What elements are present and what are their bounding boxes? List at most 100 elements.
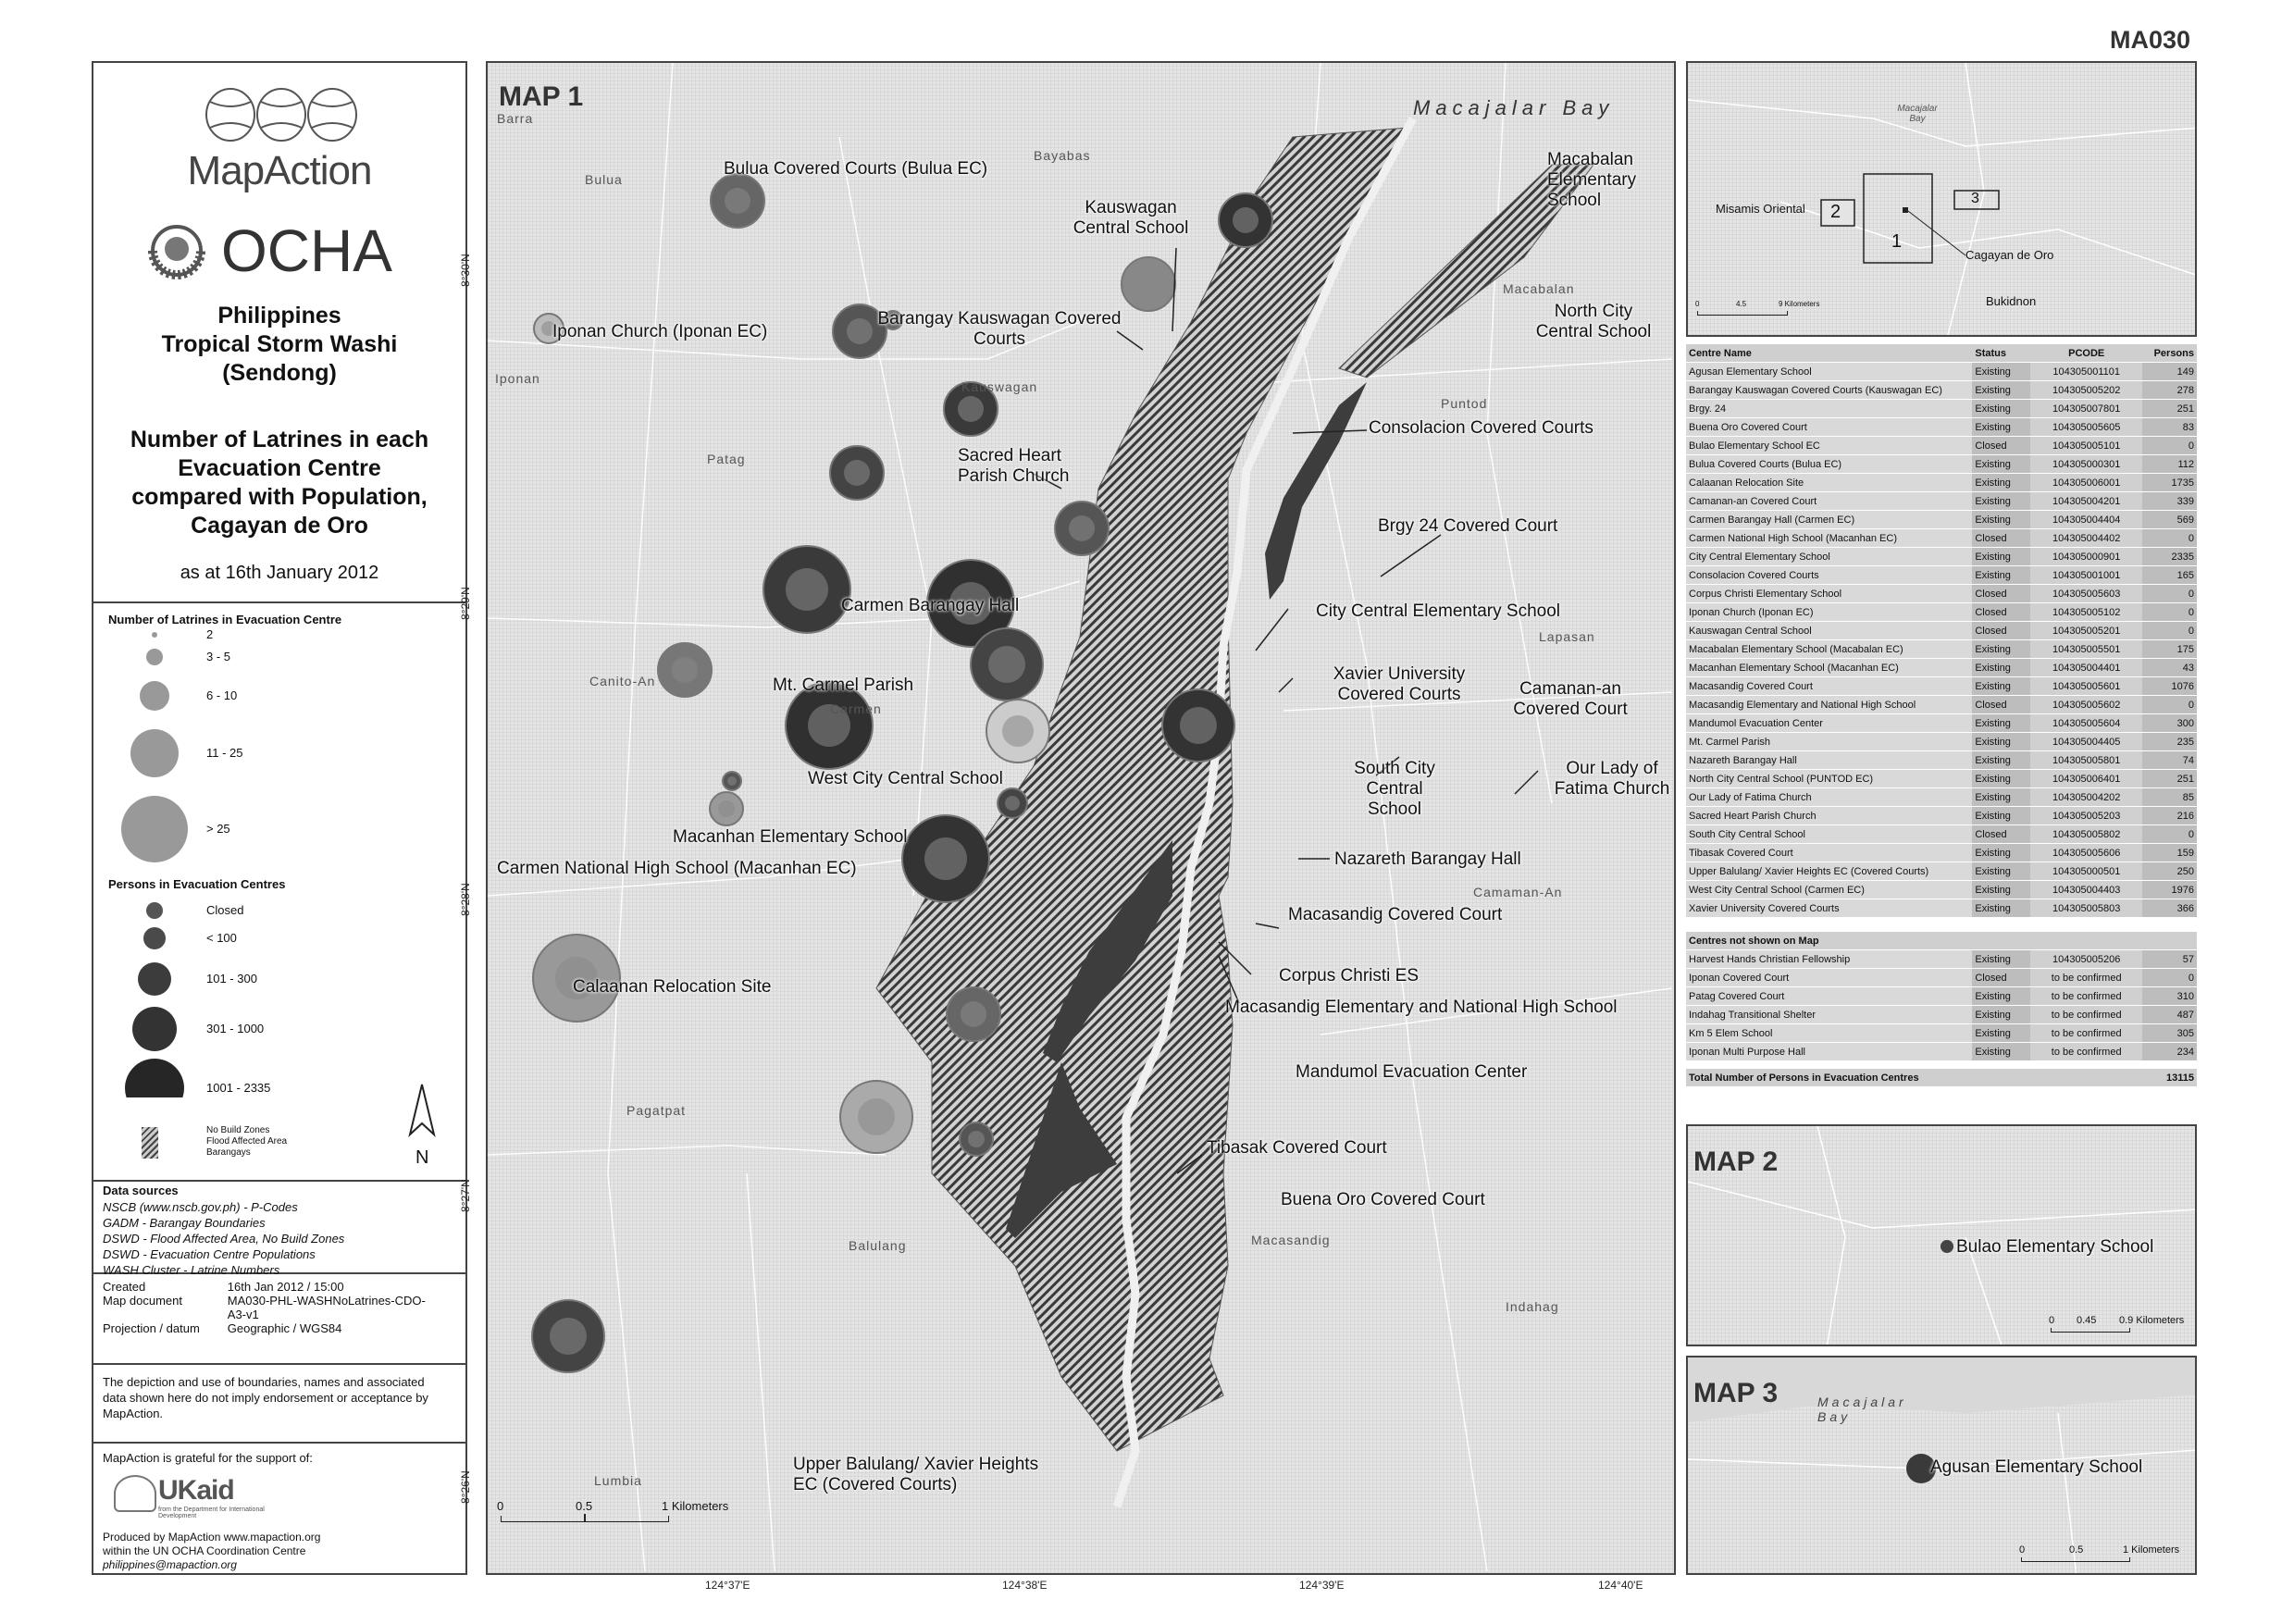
status-cell: Existing xyxy=(1972,399,2031,418)
persons-cell: 0 xyxy=(2142,621,2197,640)
inset-box-label-3: 3 xyxy=(1971,191,1979,206)
map-date: as at 16th January 2012 xyxy=(180,563,379,583)
persons-cell: 85 xyxy=(2142,787,2197,807)
latrine-ring-mt-carmel xyxy=(672,657,698,683)
status-cell: Existing xyxy=(1972,732,2031,751)
centre-symbols xyxy=(531,173,1273,1373)
map1-scale-end: 1 Kilometers xyxy=(662,1499,729,1513)
centre-label-brgy-kauswagan: Barangay Kauswagan Covered Courts xyxy=(877,309,1122,349)
meta-key: Map document xyxy=(103,1294,182,1308)
status-cell: Existing xyxy=(1972,862,2031,881)
lat-tick: 8°26'N xyxy=(459,1470,472,1504)
inset-province: Misamis Oriental xyxy=(1716,202,1805,216)
subtitle-line: Number of Latrines in each xyxy=(130,427,429,452)
status-cell: Existing xyxy=(1972,565,2031,585)
status-cell: Closed xyxy=(1972,968,2031,987)
pcode-cell: 104305005803 xyxy=(2030,899,2143,918)
persons-cell: 0 xyxy=(2142,695,2197,714)
pcode-cell: 104305000301 xyxy=(2030,454,2143,474)
inset-bay: Macajalar Bay xyxy=(1897,104,1938,124)
col-header: PCODE xyxy=(2030,344,2143,363)
data-source-item: WASH Cluster - Latrine Numbers xyxy=(103,1263,280,1277)
inset-city: Cagayan de Oro xyxy=(1965,248,2054,262)
map3-title: MAP 3 xyxy=(1693,1378,1779,1408)
latrine-ring-south-city xyxy=(1002,715,1034,747)
status-cell: Existing xyxy=(1972,787,2031,807)
total-value: 13115 xyxy=(2141,1069,2197,1087)
persons-cell: 300 xyxy=(2142,713,2197,733)
centre-name-cell: Brgy. 24 xyxy=(1686,399,1973,418)
centre-label-macanhan: Macanhan Elementary School xyxy=(673,827,908,847)
map2-canvas xyxy=(1688,1126,2195,1345)
map3-scale-end: 1 Kilometers xyxy=(2123,1544,2180,1556)
status-cell: Existing xyxy=(1972,362,2031,381)
data-sources: Data sources NSCB (www.nscb.gov.ph) - P-… xyxy=(93,1180,465,1277)
pcode-cell: to be confirmed xyxy=(2030,986,2143,1006)
zone-labels: No Build Zones Flood Affected Area Baran… xyxy=(206,1125,287,1159)
table-row: Macanhan Elementary School (Macanhan EC)… xyxy=(1686,658,2197,677)
persons-cell: 234 xyxy=(2142,1042,2197,1061)
table-row: West City Central School (Carmen EC)Exis… xyxy=(1686,880,2197,899)
map3-scale-mid: 0.5 xyxy=(2069,1544,2084,1556)
persons-cell: 0 xyxy=(2142,436,2197,455)
centre-label-tibasak: Tibasak Covered Court xyxy=(1207,1138,1387,1158)
place-label: Bulua xyxy=(585,172,623,187)
centre-name-cell: Buena Oro Covered Court xyxy=(1686,417,1973,437)
person-class-4: 301 - 1000 xyxy=(206,1022,265,1035)
centre-name-cell: Bulua Covered Courts (Bulua EC) xyxy=(1686,454,1973,474)
latrine-class-4: 11 - 25 xyxy=(206,746,243,760)
latrine-ring-macabalan xyxy=(1233,207,1259,233)
persons-cell: 165 xyxy=(2142,565,2197,585)
latrine-class-5: > 25 xyxy=(206,822,230,836)
centre-label-brgy24: Brgy 24 Covered Court xyxy=(1378,516,1558,536)
person-class-1: Closed xyxy=(206,903,244,917)
latrine-class-3: 6 - 10 xyxy=(206,688,238,702)
centre-name-cell: Iponan Church (Iponan EC) xyxy=(1686,602,1973,622)
centre-label-iponan: Iponan Church (Iponan EC) xyxy=(552,322,768,341)
centre-table: Centre Name Status PCODE Persons Agusan … xyxy=(1686,344,2197,1087)
latrine-size-symbols xyxy=(121,632,188,862)
meta-value: MA030-PHL-WASHNoLatrines-CDO-A3-v1 xyxy=(227,1294,426,1321)
map1-scale-bar xyxy=(501,1516,669,1522)
pcode-cell: 104305000501 xyxy=(2030,862,2143,881)
map3-frame: MAP 3 Macajalar Bay Agusan Elementary Sc… xyxy=(1686,1356,2197,1575)
pcode-cell: 104305005603 xyxy=(2030,584,2143,603)
pcode-cell: to be confirmed xyxy=(2030,1005,2143,1024)
lon-tick: 124°39'E xyxy=(1299,1579,1345,1592)
status-cell: Existing xyxy=(1972,473,2031,492)
pcode-cell: 104305007801 xyxy=(2030,399,2143,418)
centre-name-cell: Nazareth Barangay Hall xyxy=(1686,750,1973,770)
leader-lines xyxy=(1033,247,1539,1174)
latrine-ring-sacred-heart xyxy=(844,460,870,486)
status-cell: Closed xyxy=(1972,528,2031,548)
place-label: Balulang xyxy=(849,1238,907,1253)
centre-label-camanan-an: Camanan-an Covered Court xyxy=(1513,679,1628,719)
status-cell: Existing xyxy=(1972,380,2031,400)
latrine-ring-consolacion xyxy=(958,396,984,422)
meta-key: Projection / datum xyxy=(103,1321,200,1335)
centre-name-cell: Carmen Barangay Hall (Carmen EC) xyxy=(1686,510,1973,529)
status-cell: Closed xyxy=(1972,695,2031,714)
persons-cell: 251 xyxy=(2142,399,2197,418)
persons-cell: 74 xyxy=(2142,750,2197,770)
centre-name-cell: Macasandig Covered Court xyxy=(1686,676,1973,696)
latrine-ring-macanhan xyxy=(727,776,737,786)
map2-scale-bar xyxy=(2051,1328,2130,1333)
not-shown-title: Centres not shown on Map xyxy=(1686,932,1973,950)
latrine-ring-mandumol xyxy=(961,1001,986,1027)
map1-scale-0: 0 xyxy=(497,1499,504,1513)
place-label: Indahag xyxy=(1506,1299,1559,1314)
status-cell: Existing xyxy=(1972,1005,2031,1024)
